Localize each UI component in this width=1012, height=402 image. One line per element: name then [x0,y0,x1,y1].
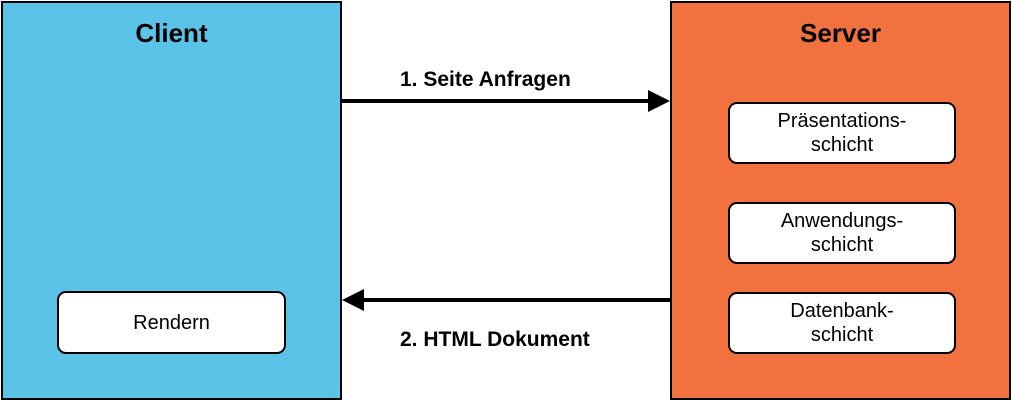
presentation-layer-box: Präsentations- schicht [728,102,956,164]
request-arrow-label: 1. Seite Anfragen [400,68,571,91]
presentation-layer-label-line2: schicht [810,134,874,156]
data-layer-box: Datenbank- schicht [728,292,956,354]
server-title: Server [800,18,881,48]
application-layer-label-line2: schicht [810,234,874,256]
application-layer-label-line1: Anwendungs- [780,210,904,232]
data-layer-label-line1: Datenbank- [790,300,894,322]
client-title: Client [135,18,208,48]
application-layer-box: Anwendungs- schicht [728,202,956,264]
response-arrow [342,289,670,311]
data-layer-label-line2: schicht [810,324,874,346]
render-box: Rendern [57,291,286,354]
render-box-label: Rendern [133,311,210,334]
response-arrow-label: 2. HTML Dokument [400,328,590,351]
request-arrowhead [648,90,670,112]
presentation-layer-label-line1: Präsentations- [777,110,907,132]
response-arrowhead [342,289,364,311]
server-panel: Server Präsentations- schicht Anwendungs… [670,1,1011,400]
request-arrow [342,90,670,112]
client-panel: Client Rendern [1,1,342,400]
